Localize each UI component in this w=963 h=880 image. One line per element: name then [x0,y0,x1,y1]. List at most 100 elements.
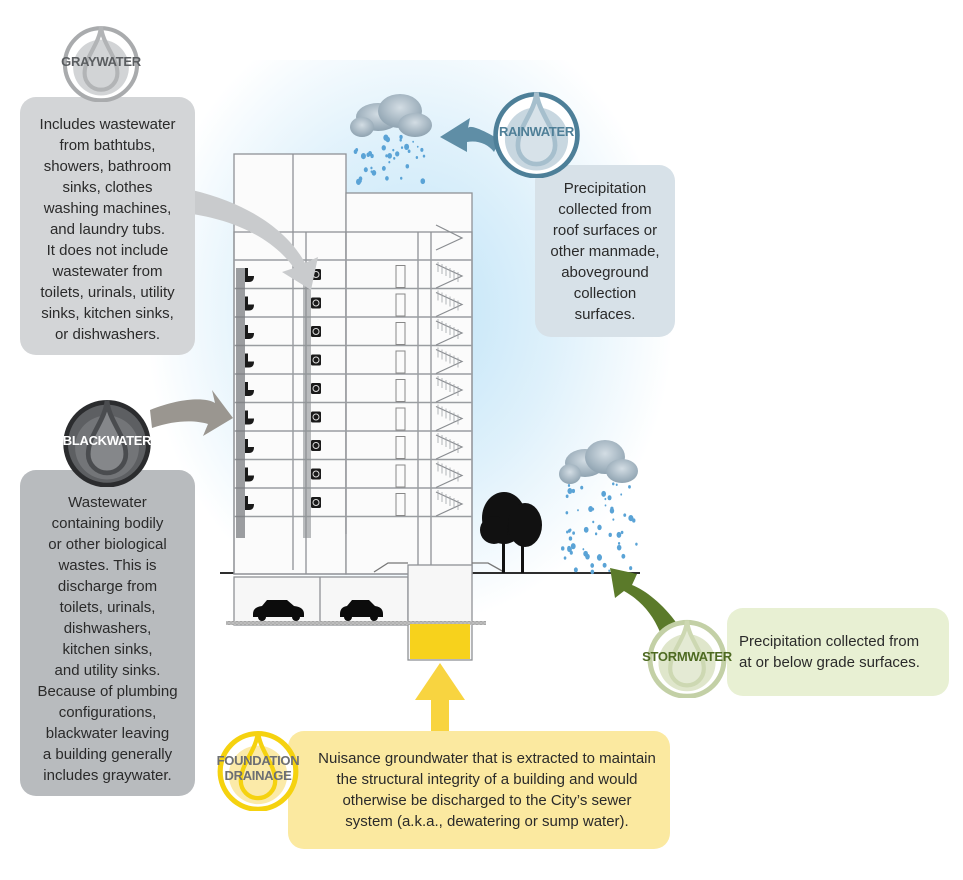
raindrop [566,511,569,514]
raindrop [561,546,564,550]
raindrop [568,484,570,487]
description-line: configurations, [37,702,177,723]
raindrop [571,543,576,549]
graywater-description: Includes wastewaterfrom bathtubs,showers… [20,97,195,355]
blackwater-stack [236,268,245,538]
foundation-label-line2: DRAINAGE [217,768,300,783]
raindrop [629,566,632,570]
foundation-drainage-arrow [415,663,465,735]
rainwater-badge: RAINWATER [490,85,583,178]
raindrop [620,493,622,495]
raindrop [621,531,624,534]
raindrop [364,167,368,172]
description-line: other manmade, [550,241,659,262]
raindrop [423,155,425,158]
raindrop [617,545,622,551]
description-line: containing bodily [37,513,177,534]
description-line: aboveground [550,262,659,283]
foundation-drainage-label: FOUNDATION DRAINAGE [217,753,300,783]
raindrop [386,137,390,142]
description-line: washing machines, [40,198,176,219]
raindrop [420,148,423,152]
washing-machine-icon [311,355,321,366]
description-line: collection [550,283,659,304]
raindrop [628,485,631,488]
raindrop [401,146,403,149]
raindrop [605,504,607,506]
description-line: showers, bathroom [40,156,176,177]
description-line: from bathtubs, [40,135,176,156]
raindrop [580,486,583,490]
raindrop [616,483,618,486]
raindrop [416,156,418,159]
description-line: sinks, kitchen sinks, [40,303,176,324]
raindrop [361,153,366,159]
raindrop [566,495,569,499]
raindrop [570,551,573,555]
rainwater-description: Precipitationcollected fromroof surfaces… [535,165,675,337]
description-line: roof surfaces or [550,220,659,241]
washing-machine-icon [311,383,321,394]
raindrop [608,495,612,500]
washing-machine-icon [311,412,321,423]
raindrop [590,563,594,568]
description-line: dishwashers, [37,618,177,639]
tree-icon [480,492,542,573]
raindrop [393,157,395,160]
raindrop [597,525,601,531]
rainwater-label: RAINWATER [499,124,574,139]
raindrops [354,134,426,184]
description-line: toilets, urinals, utility [40,282,176,303]
raindrop [588,506,593,512]
description-line: and laundry tubs. [40,219,176,240]
sump-pit [410,624,470,659]
raindrop [395,151,399,156]
foundation-label-line1: FOUNDATION [217,753,300,768]
raindrop [603,563,607,568]
raindrop [567,546,571,551]
raindrop [617,532,622,538]
raindrop [408,150,411,154]
raindrop [387,153,392,159]
raindrop [382,166,386,171]
raindrop [582,548,584,550]
description-line: includes graywater. [37,765,177,786]
raindrop [572,531,575,534]
washing-machine-icon [311,298,321,309]
washing-machine-icon [311,469,321,480]
description-line: Nuisance groundwater that is extracted t… [318,748,656,769]
blackwater-label: BLACKWATER [63,433,151,448]
description-line: collected from [550,199,659,220]
raindrop [372,170,377,176]
raindrop [635,543,637,546]
stormwater-label: STORMWATER [642,649,732,664]
raindrop [385,176,389,181]
raindrop [623,513,626,517]
description-line: or dishwashers. [40,324,176,345]
raindrop [406,164,410,168]
raindrop [400,177,402,180]
raindrop [577,509,579,511]
raindrop [608,570,610,572]
description-line: Wastewater [37,492,177,513]
raindrop [569,536,572,540]
description-line: system (a.k.a., dewatering or sump water… [318,811,656,832]
exit-ramp [472,563,504,572]
blackwater-description: Wastewatercontaining bodilyor other biol… [20,470,195,796]
raindrop [399,135,402,139]
description-line: Because of plumbing [37,681,177,702]
description-line: blackwater leaving [37,723,177,744]
raindrop [385,154,388,157]
description-line: Precipitation collected from [739,631,920,652]
description-line: at or below grade surfaces. [739,652,920,673]
description-line: kitchen sinks, [37,639,177,660]
foundation-drainage-badge: FOUNDATION DRAINAGE [215,725,301,811]
rain-cloud-icon [559,440,638,484]
description-line: Precipitation [550,178,659,199]
raindrop [382,145,386,150]
raindrop [591,570,595,575]
description-line: and utility sinks. [37,660,177,681]
description-line: discharge from [37,576,177,597]
raindrop [404,144,409,150]
